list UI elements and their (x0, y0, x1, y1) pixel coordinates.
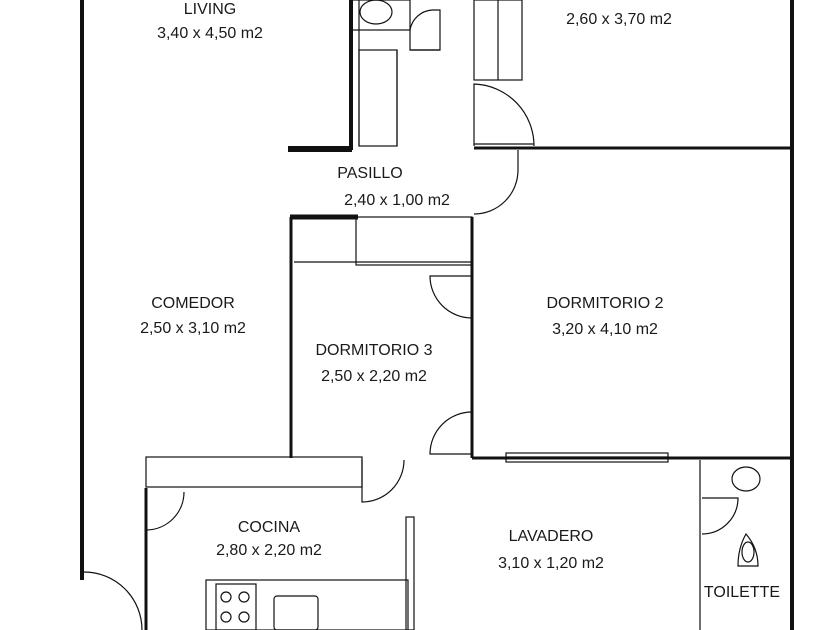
kitchen-laundry-divider (405, 516, 415, 630)
room-dims-dormitorio-3: 2,50 x 2,20 m2 (321, 368, 427, 385)
room-label-pasillo: PASILLO (337, 165, 403, 182)
washbasin-icon (731, 466, 761, 492)
room-dims-dormitorio-1: 2,60 x 3,70 m2 (566, 11, 672, 28)
room-label-toilette: TOILETTE (704, 584, 780, 601)
room-label-dormitorio-3: DORMITORIO 3 (315, 342, 432, 359)
room-dims-lavadero: 3,10 x 1,20 m2 (498, 555, 604, 572)
room-label-living: LIVING (184, 1, 236, 18)
toilet-icon (737, 532, 759, 567)
bath-door-arc (409, 9, 441, 51)
stove (215, 583, 257, 630)
kitchen-counter-bottom (205, 579, 409, 630)
burner-icon (238, 591, 250, 603)
room-dims-comedor: 2,50 x 3,10 m2 (140, 320, 246, 337)
sink-icon (273, 595, 319, 630)
room-label-comedor: COMEDOR (151, 295, 235, 312)
toilet-top-icon (359, 0, 393, 25)
burner-icon (238, 611, 250, 623)
room-dims-pasillo: 2,40 x 1,00 m2 (344, 192, 450, 209)
burner-icon (220, 591, 232, 603)
room-label-dormitorio-2: DORMITORIO 2 (546, 295, 663, 312)
bedroom3-door-arc (429, 411, 473, 455)
room-label-lavadero: LAVADERO (509, 528, 594, 545)
room-dims-living: 3,40 x 4,50 m2 (157, 25, 263, 42)
toilet-bowl-icon (741, 541, 755, 563)
room-label-cocina: COCINA (238, 519, 301, 536)
kitchen-left-door-arc (145, 491, 185, 531)
room-dims-dormitorio-2: 3,20 x 4,10 m2 (552, 321, 658, 338)
burner-icon (220, 611, 232, 623)
kitchen-counter-top (145, 456, 363, 488)
entrance-door-arc (83, 571, 143, 630)
closet-middle (355, 216, 473, 266)
bedroom2-door-arc (429, 275, 473, 319)
room-dims-cocina: 2,80 x 2,20 m2 (216, 542, 322, 559)
bath-cabinet (358, 49, 398, 147)
kitchen-door-arc (361, 459, 405, 503)
bedroom1-door-arc (473, 83, 535, 147)
bath-fixture-box (351, 0, 411, 31)
toilette-door-arc (701, 497, 739, 535)
pasillo-door-arc (473, 150, 519, 215)
